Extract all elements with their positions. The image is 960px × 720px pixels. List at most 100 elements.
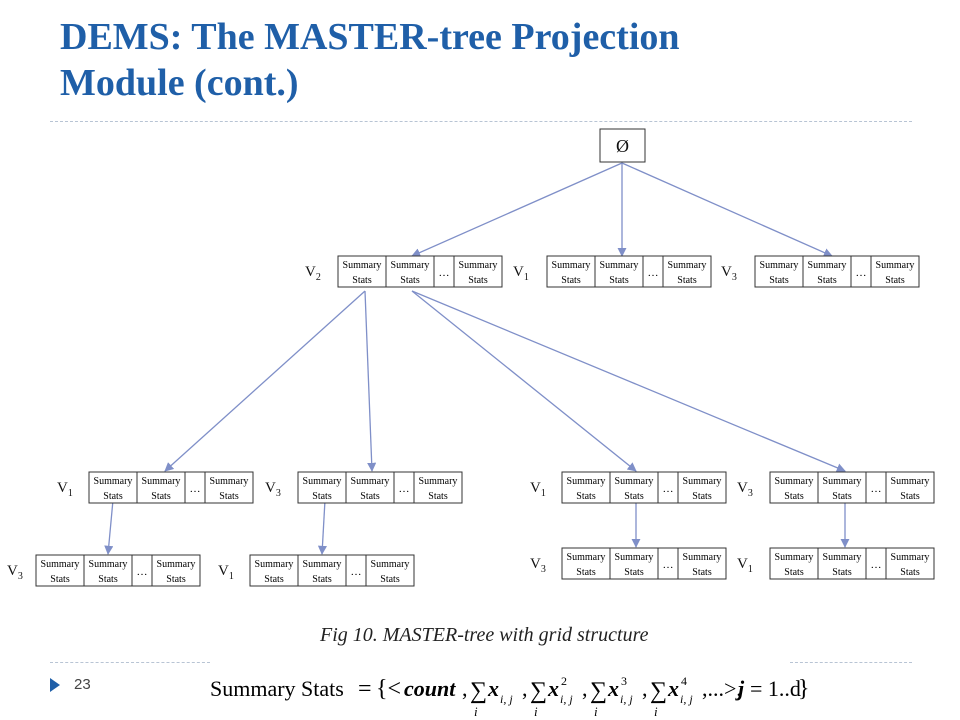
title-line-2: Module (cont.) [60, 62, 299, 104]
master-tree-diagram: Ø V2SummaryStatsSummaryStats…SummaryStat… [7, 128, 935, 587]
cell-label-stats: Stats [609, 275, 629, 286]
ellipsis-text: … [351, 566, 362, 578]
summary-stats-formula: Summary Stats = {< count , ∑ i x i, j , … [210, 674, 808, 719]
cell-label-summary: Summary [775, 476, 814, 487]
cell-label-stats: Stats [692, 491, 712, 502]
cell-label-summary: Summary [552, 260, 591, 271]
formula-sum-3-index: i [594, 704, 598, 719]
cell-label-stats: Stats [50, 574, 70, 585]
cell-label-summary: Summary [567, 476, 606, 487]
summary-stats-cell [594, 255, 644, 288]
formula-sub-1: i, j [500, 692, 513, 706]
ellipsis-text: … [648, 267, 659, 279]
formula-range: = 1..d [750, 676, 801, 701]
formula-close: } [798, 676, 808, 702]
cell-label-summary: Summary [823, 476, 862, 487]
cell-label-summary: Summary [343, 260, 382, 271]
cell-label-stats: Stats [769, 275, 789, 286]
cell-label-summary: Summary [255, 559, 294, 570]
summary-stats-cell [677, 547, 727, 580]
formula-comma-3: , [582, 676, 588, 701]
formula-lhs: Summary Stats [210, 676, 344, 701]
formula-sum-3: ∑ [590, 678, 607, 704]
formula-pow-3: 3 [621, 674, 627, 688]
summary-stats-cell [204, 471, 254, 504]
cell-label-stats: Stats [428, 491, 448, 502]
cell-label-stats: Stats [380, 574, 400, 585]
summary-stats-cell [609, 547, 659, 580]
top-divider [50, 121, 912, 122]
formula-comma-2: , [522, 676, 528, 701]
formula-sum-4-index: i [654, 704, 658, 719]
bottom-divider-right [790, 662, 912, 663]
cell-label-summary: Summary [41, 559, 80, 570]
formula-sub-2: i, j [560, 692, 573, 706]
summary-stats-cell [885, 471, 935, 504]
formula-sum-2-index: i [534, 704, 538, 719]
cell-label-stats: Stats [576, 567, 596, 578]
formula-pow-4: 4 [681, 674, 687, 688]
formula-comma-1: , [462, 676, 468, 701]
cell-label-summary: Summary [303, 476, 342, 487]
formula-x-4: x [667, 676, 679, 701]
ellipsis-text: … [137, 566, 148, 578]
node-variable-label: V1 [737, 556, 753, 575]
root-label: Ø [616, 136, 629, 156]
node-variable-label: V1 [513, 264, 529, 283]
node-variable-label: V3 [7, 563, 23, 582]
summary-stats-cell [817, 547, 867, 580]
cell-label-summary: Summary [775, 552, 814, 563]
formula-x-3: x [607, 676, 619, 701]
cell-label-summary: Summary [89, 559, 128, 570]
cell-label-stats: Stats [624, 491, 644, 502]
cell-label-stats: Stats [576, 491, 596, 502]
cell-label-summary: Summary [303, 559, 342, 570]
formula-sub-4: i, j [680, 692, 693, 706]
formula-sum-1: ∑ [470, 678, 487, 704]
tree-edge-arrow [364, 290, 377, 472]
tree-edge-arrow [411, 290, 637, 472]
cell-label-summary: Summary [891, 552, 930, 563]
summary-stats-cell [561, 471, 611, 504]
ellipsis-text: … [190, 483, 201, 495]
cell-label-stats: Stats [219, 491, 239, 502]
bottom-divider-left [50, 662, 210, 663]
figure-caption: Fig 10. MASTER-tree with grid structure [320, 624, 649, 646]
node-variable-label: V1 [530, 480, 546, 499]
node-variable-label: V3 [265, 480, 281, 499]
cell-label-stats: Stats [400, 275, 420, 286]
cell-label-stats: Stats [885, 275, 905, 286]
ellipsis-text: … [663, 559, 674, 571]
summary-stats-cell [413, 471, 463, 504]
summary-stats-cell [337, 255, 387, 288]
cell-label-summary: Summary [567, 552, 606, 563]
formula-eq: = [358, 676, 372, 702]
node-variable-label: V3 [530, 556, 546, 575]
cell-label-summary: Summary [371, 559, 410, 570]
cell-label-stats: Stats [352, 275, 372, 286]
cell-label-summary: Summary [683, 476, 722, 487]
cell-label-stats: Stats [817, 275, 837, 286]
formula-sum-1-index: i [474, 704, 478, 719]
cell-label-summary: Summary [351, 476, 390, 487]
cell-label-stats: Stats [98, 574, 118, 585]
ellipsis-text: … [871, 483, 882, 495]
cell-label-stats: Stats [561, 275, 581, 286]
summary-stats-cell [297, 471, 347, 504]
summary-stats-cell [151, 554, 201, 587]
node-variable-label: V3 [737, 480, 753, 499]
node-variable-label: V2 [305, 264, 321, 283]
cell-label-summary: Summary [876, 260, 915, 271]
slide-title: DEMS: The MASTER-tree Projection Module … [60, 14, 920, 106]
summary-stats-cell [870, 255, 920, 288]
cell-label-summary: Summary [808, 260, 847, 271]
cell-label-stats: Stats [312, 574, 332, 585]
ellipsis-text: … [439, 267, 450, 279]
cell-label-summary: Summary [459, 260, 498, 271]
